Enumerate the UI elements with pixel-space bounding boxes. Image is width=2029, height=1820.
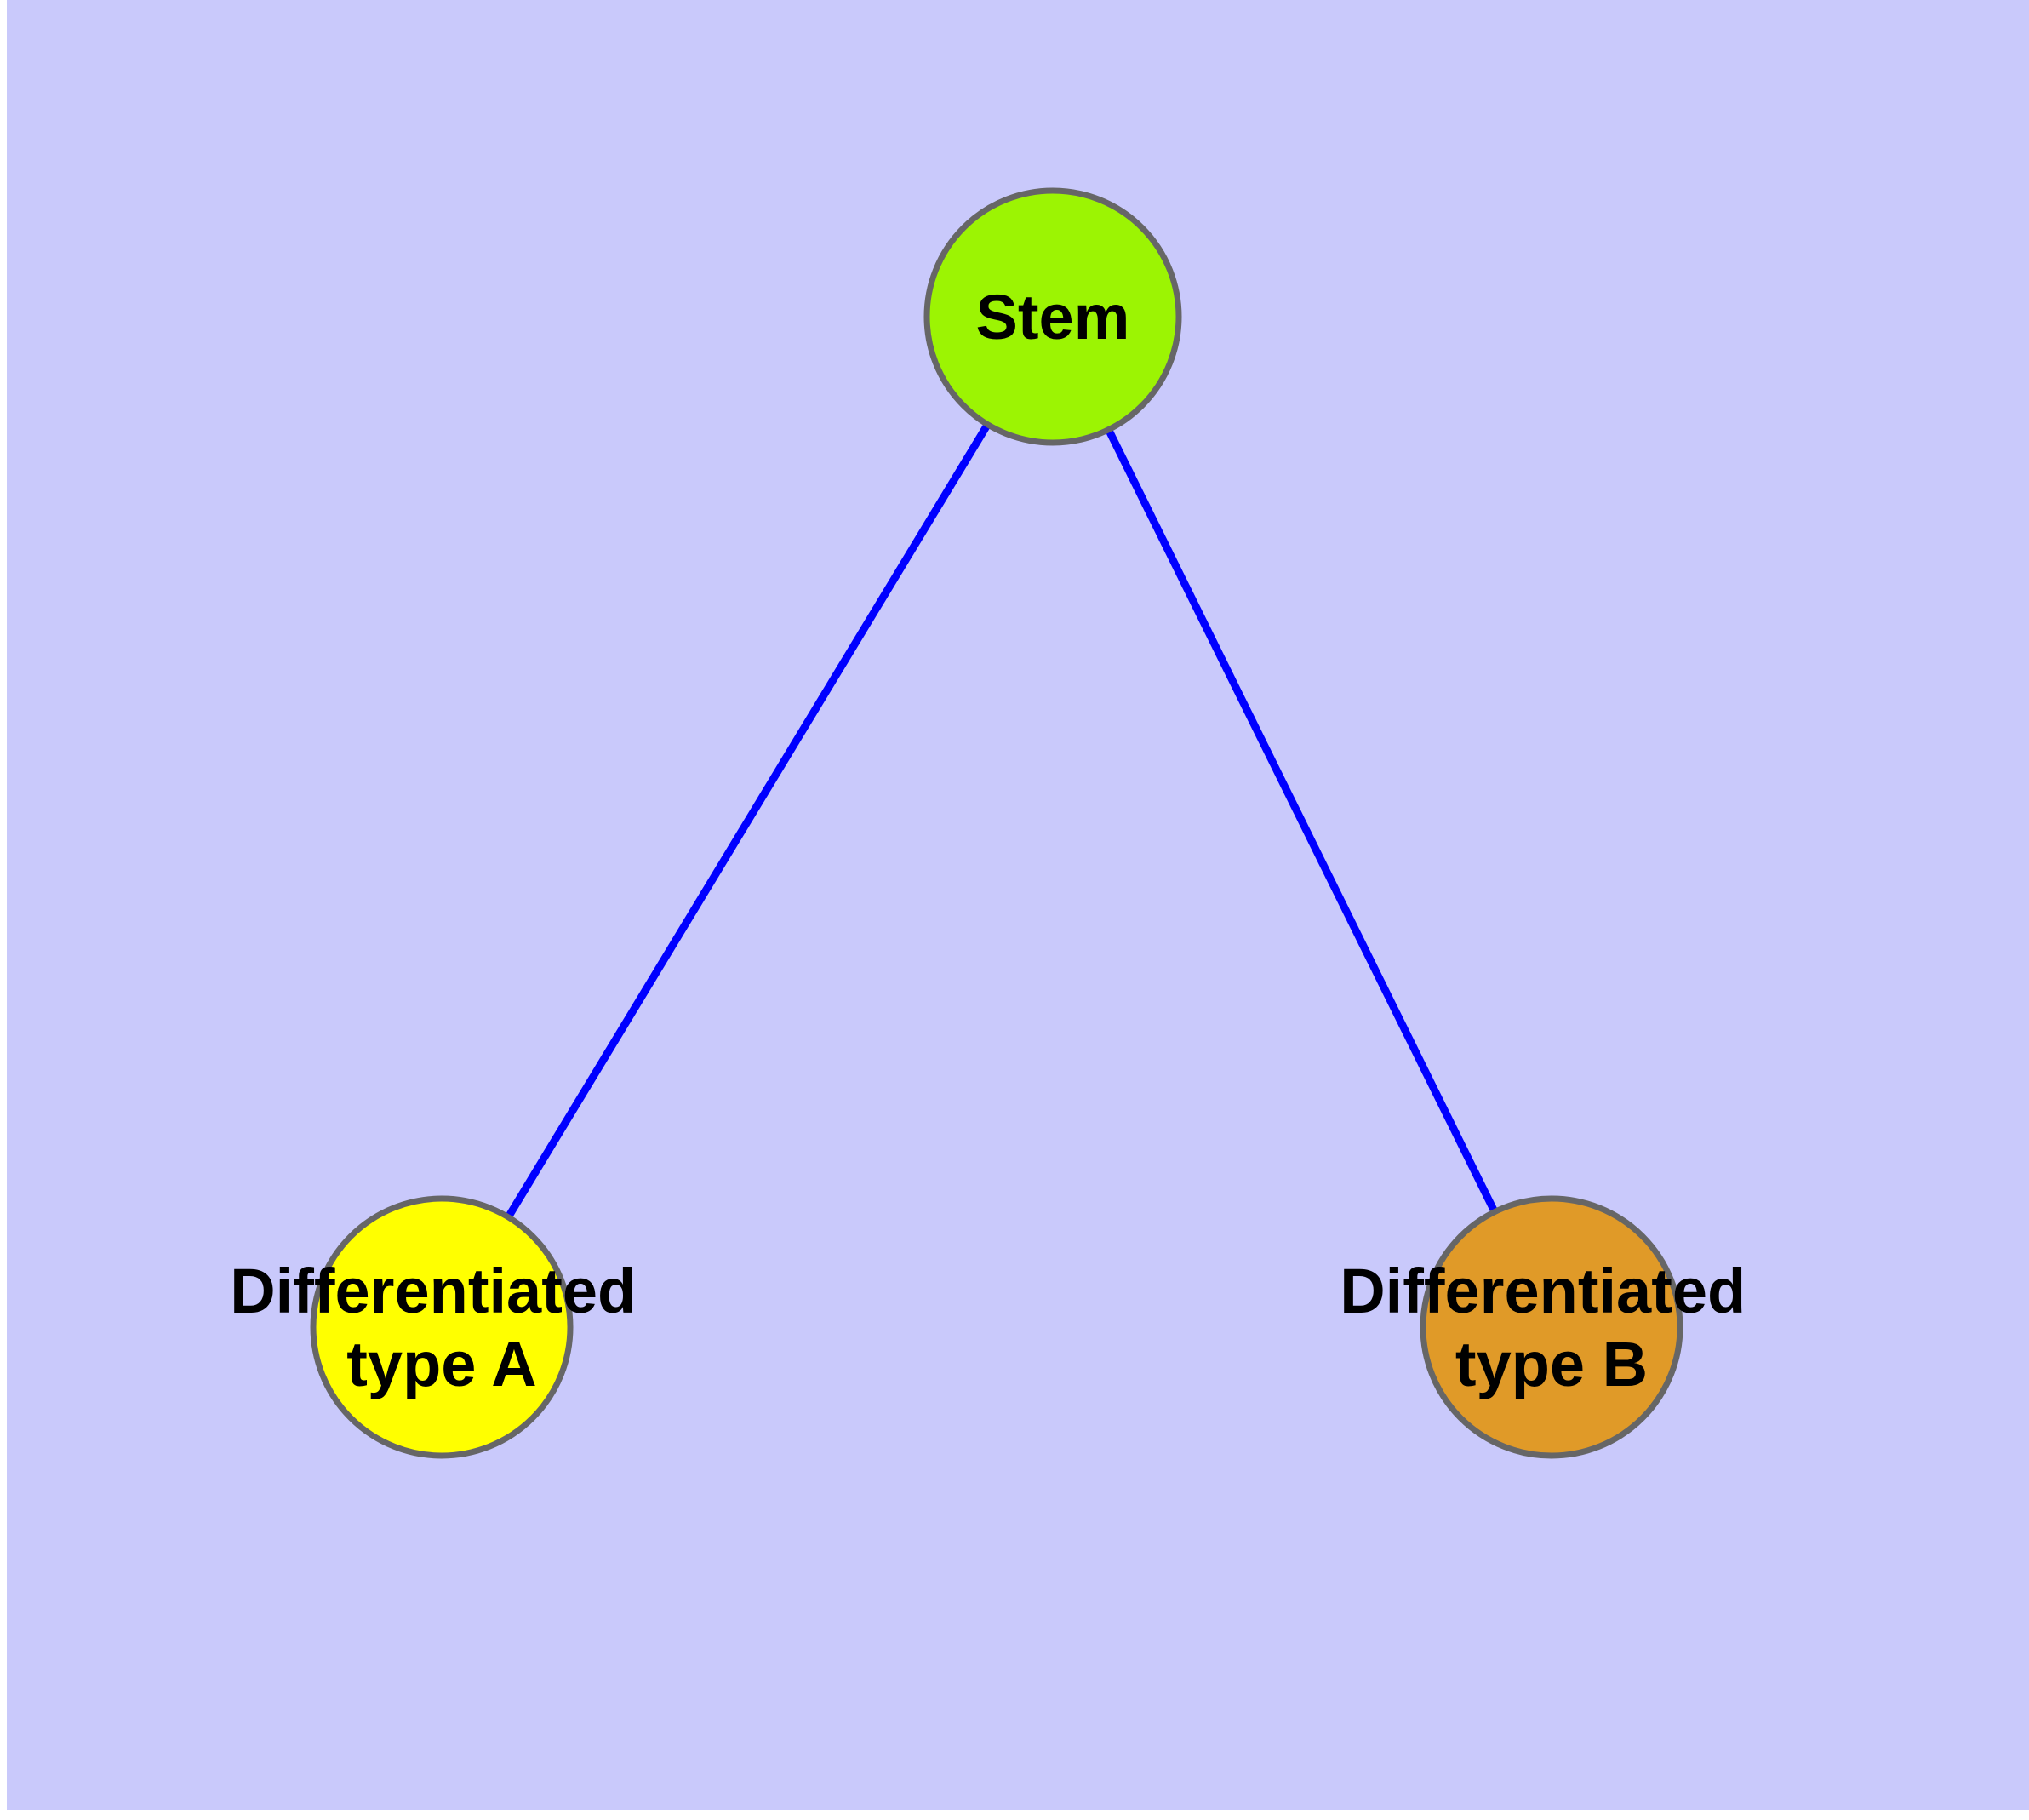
node-label-diff-a-line-2: type A xyxy=(346,1329,536,1399)
node-circle-diff-b[interactable] xyxy=(1420,1195,1683,1459)
node-label-stem-line-1: Stem xyxy=(976,282,1130,352)
node-circle-stem[interactable] xyxy=(923,187,1182,446)
node-stem[interactable] xyxy=(923,187,1182,446)
node-label-diff-b: Differentiated type B xyxy=(1340,1256,1763,1399)
node-label-diff-a: Differentiated type A xyxy=(230,1256,654,1399)
node-circle-diff-a[interactable] xyxy=(310,1195,574,1459)
label-layer: Stem Differentiated type A Differentiate… xyxy=(230,282,1763,1399)
node-layer xyxy=(310,187,1683,1459)
node-label-diff-b-line-2: type B xyxy=(1455,1329,1648,1399)
edge-stem-diff-b[interactable] xyxy=(1049,315,1556,1329)
node-label-diff-b-line-1: Differentiated xyxy=(1340,1256,1746,1326)
edge-layer xyxy=(438,314,1556,1330)
node-label-stem: Stem xyxy=(976,282,1130,352)
node-diff-a[interactable] xyxy=(310,1195,574,1459)
node-diff-b[interactable] xyxy=(1420,1195,1683,1459)
node-label-diff-a-line-1: Differentiated xyxy=(230,1256,636,1326)
edge-stem-diff-a[interactable] xyxy=(438,314,1056,1330)
